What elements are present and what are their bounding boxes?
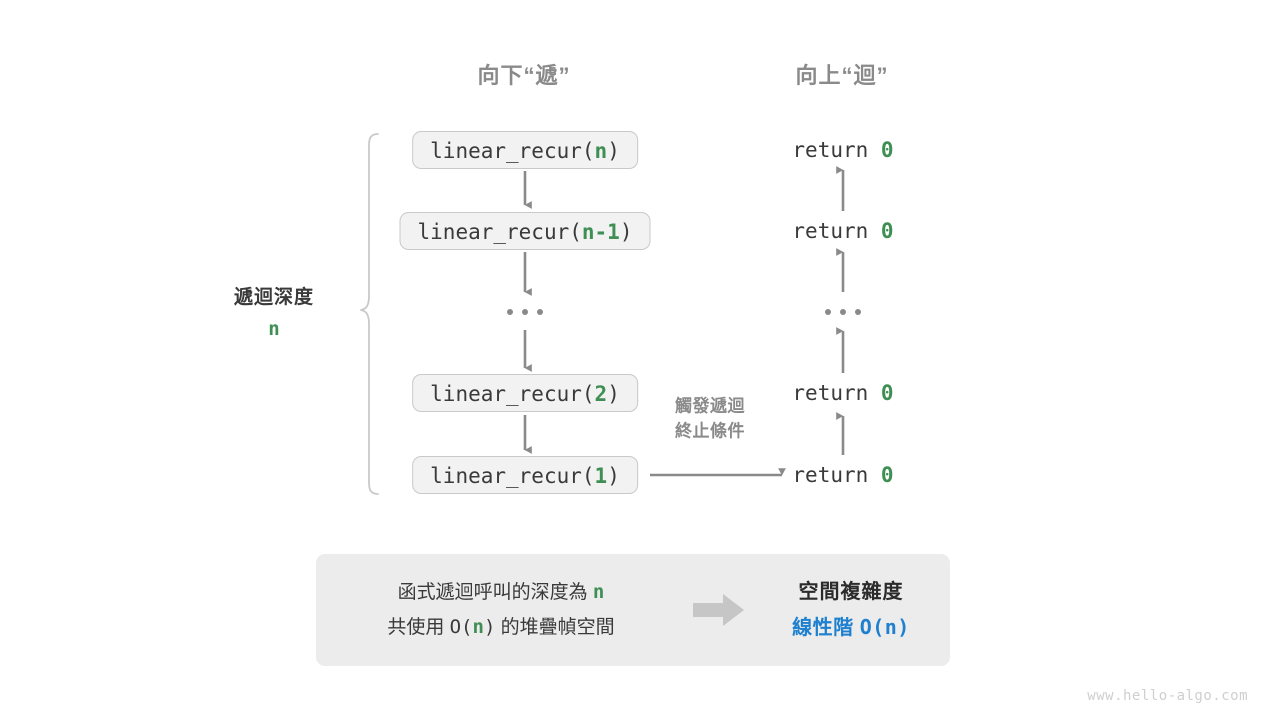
heading-recursion-down: 向下“遞” xyxy=(477,63,571,88)
return-ellipsis xyxy=(825,309,861,315)
call-box-n-minus-1-arg: n-1 xyxy=(581,220,620,244)
call-box-2-arg: 2 xyxy=(594,382,608,406)
summary-line-2: 共使用 O(n) 的堆疊幀空間 xyxy=(316,610,686,645)
summary-line-2-var: n xyxy=(472,616,484,638)
return-value: 0 xyxy=(880,463,894,487)
summary-arrow-wrap xyxy=(686,593,752,627)
call-box-2[interactable]: linear_recur(2) xyxy=(412,374,638,412)
ellipsis-dot xyxy=(825,309,831,315)
return-label-3: return 0 xyxy=(792,381,893,405)
ellipsis-dot xyxy=(855,309,861,315)
return-keyword: return xyxy=(792,463,869,487)
summary-line-2-bigo-open: O( xyxy=(449,616,473,638)
space-complexity-value: 線性階 O(n) xyxy=(752,610,950,646)
return-keyword: return xyxy=(792,138,869,162)
ellipsis-dot xyxy=(522,309,528,315)
depth-brace xyxy=(360,133,379,495)
return-label-1: return 0 xyxy=(792,138,893,162)
right-arrow-icon xyxy=(693,594,744,626)
call-box-n-minus-1-name: linear_recur( xyxy=(417,220,582,244)
call-box-2-name: linear_recur( xyxy=(430,382,595,406)
summary-conclusion: 空間複雜度 線性階 O(n) xyxy=(752,575,950,646)
summary-line-1-var: n xyxy=(592,580,605,603)
call-box-n-arg: n xyxy=(594,139,608,163)
ellipsis-dot xyxy=(840,309,846,315)
summary-line-2-suffix: 的堆疊幀空間 xyxy=(495,617,615,638)
return-keyword: return xyxy=(792,219,869,243)
call-box-n-name: linear_recur( xyxy=(430,139,595,163)
space-complexity-order: 線性階 xyxy=(792,616,860,639)
call-box-1-name: linear_recur( xyxy=(430,464,595,488)
ellipsis-dot xyxy=(507,309,513,315)
summary-line-2-bigo-close: ) xyxy=(483,616,496,638)
return-value: 0 xyxy=(880,138,894,162)
base-case-note-line2: 終止條件 xyxy=(675,421,745,440)
base-case-note-line1: 觸發遞迴 xyxy=(675,396,745,416)
call-box-n-close: ) xyxy=(607,139,620,163)
call-box-n[interactable]: linear_recur(n) xyxy=(412,131,638,169)
return-label-2: return 0 xyxy=(792,219,893,243)
space-complexity-bigo: O(n) xyxy=(859,614,910,639)
recursion-depth-label: 遞迴深度 n xyxy=(234,282,314,340)
call-box-n-minus-1[interactable]: linear_recur(n-1) xyxy=(399,212,651,250)
return-keyword: return xyxy=(792,381,869,405)
return-value: 0 xyxy=(880,219,894,243)
return-value: 0 xyxy=(880,381,894,405)
base-case-note: 觸發遞迴 終止條件 xyxy=(675,394,745,443)
complexity-summary-panel: 函式遞迴呼叫的深度為 n 共使用 O(n) 的堆疊幀空間 空間複雜度 線性階 O… xyxy=(316,554,950,666)
space-complexity-title: 空間複雜度 xyxy=(798,580,904,603)
ellipsis-dot xyxy=(537,309,543,315)
recursion-depth-value: n xyxy=(268,318,280,340)
call-box-1[interactable]: linear_recur(1) xyxy=(412,456,638,494)
call-box-1-arg: 1 xyxy=(594,464,608,488)
call-box-1-close: ) xyxy=(607,464,620,488)
call-ellipsis xyxy=(507,309,543,315)
summary-line-2-text: 共使用 xyxy=(387,617,450,638)
summary-description: 函式遞迴呼叫的深度為 n 共使用 O(n) 的堆疊幀空間 xyxy=(316,575,686,645)
return-label-4: return 0 xyxy=(792,463,893,487)
summary-line-1: 函式遞迴呼叫的深度為 n xyxy=(316,575,686,610)
watermark: www.hello-algo.com xyxy=(1087,688,1248,704)
summary-line-1-text: 函式遞迴呼叫的深度為 xyxy=(397,581,593,603)
call-box-n-minus-1-close: ) xyxy=(619,220,633,244)
recursion-depth-title: 遞迴深度 xyxy=(233,287,315,308)
heading-recursion-up: 向上“迴” xyxy=(795,63,889,88)
call-box-2-close: ) xyxy=(607,382,620,406)
